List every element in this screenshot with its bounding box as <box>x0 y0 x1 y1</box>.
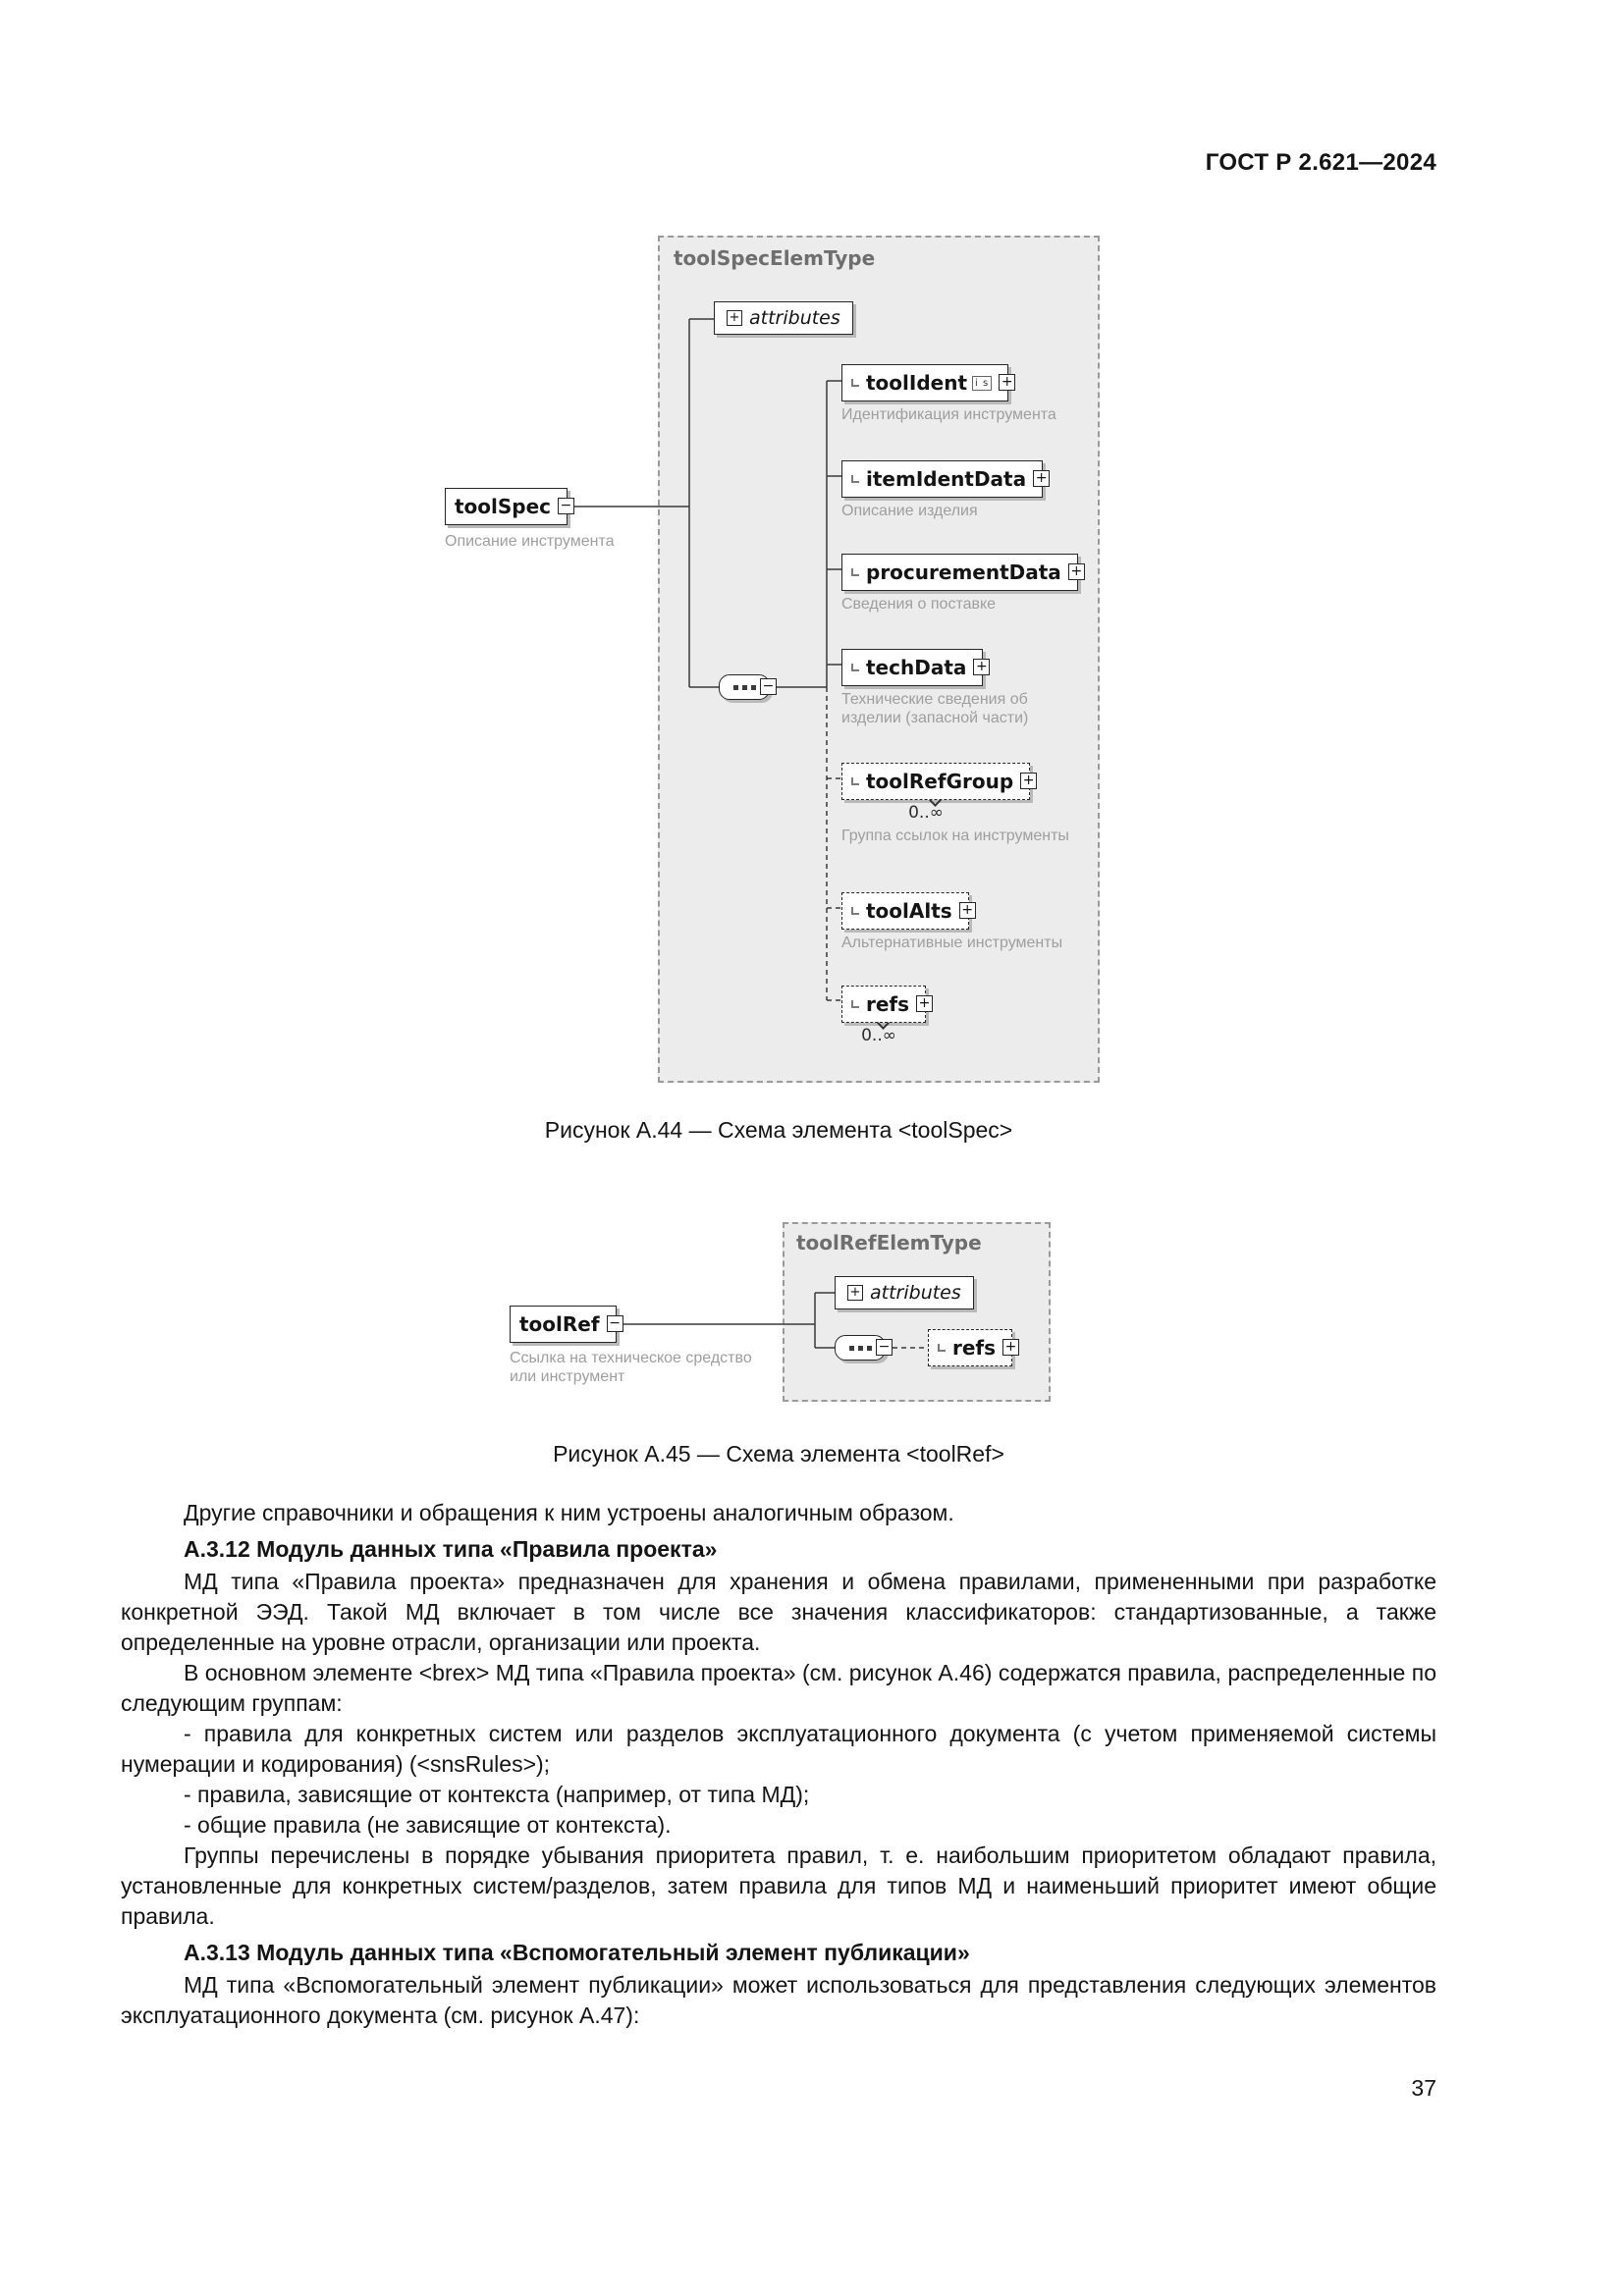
paragraph: МД типа «Правила проекта» предназначен д… <box>121 1569 1436 1655</box>
complex-type-label: toolSpecElemType <box>674 246 876 270</box>
sequence-dot-icon <box>750 684 756 690</box>
element-name: techData <box>866 656 967 679</box>
expand-icon[interactable]: + <box>916 995 934 1012</box>
sequence-dot-icon <box>866 1345 872 1351</box>
paragraph: Группы перечислены в порядке убывания пр… <box>121 1842 1436 1929</box>
expand-icon[interactable]: + <box>1033 470 1051 487</box>
expand-icon[interactable]: + <box>727 310 742 326</box>
element-name: itemIdentData <box>866 467 1027 491</box>
paragraph-intro: Другие справочники и обращения к ним уст… <box>184 1500 954 1525</box>
expand-icon[interactable]: + <box>847 1285 863 1301</box>
expand-icon[interactable]: + <box>1020 773 1038 789</box>
element-icon <box>851 475 859 483</box>
schema-diagram-toolref: toolRefElemType toolRef − Ссылка на техн… <box>491 1217 1080 1414</box>
element-description: Группа ссылок на инструменты <box>841 828 1069 844</box>
element-name: toolRefGroup <box>866 770 1014 793</box>
expand-icon[interactable]: + <box>999 374 1016 391</box>
figure-caption-a44: Рисунок А.44 — Схема элемента <toolSpec> <box>544 1117 1013 1143</box>
body-text: Другие справочники и обращения к ним уст… <box>121 1498 1436 2031</box>
element-icon <box>851 907 859 915</box>
collapse-icon[interactable]: − <box>606 1315 623 1332</box>
schema-element-refs: refs + <box>928 1329 1020 1366</box>
attributes-box: + attributes <box>835 1276 974 1309</box>
element-icon <box>851 777 859 785</box>
element-name: toolSpec <box>455 495 552 518</box>
sequence-dot-icon <box>732 684 738 690</box>
element-name: refs <box>952 1336 997 1360</box>
element-icon <box>851 1000 859 1008</box>
element-icon <box>851 379 859 387</box>
collapse-icon[interactable]: − <box>558 498 575 514</box>
sequence-indicator: − <box>835 1335 893 1361</box>
complex-type-container <box>783 1222 1051 1402</box>
list-item: - общие правила (не зависящие от контекс… <box>184 1812 672 1838</box>
list-item: - правила, зависящие от контекста (напри… <box>184 1782 810 1807</box>
attributes-label: attributes <box>870 1282 961 1304</box>
element-icon <box>851 568 859 576</box>
collapse-icon[interactable]: − <box>876 1339 893 1356</box>
element-name: toolAlts <box>866 899 952 923</box>
element-name: procurementData <box>866 561 1061 584</box>
document-header: ГОСТ Р 2.621—2024 <box>1205 149 1436 176</box>
schema-element-toolrefgroup: toolRefGroup + <box>841 763 1038 807</box>
schema-element-procurementdata: procurementData + <box>841 554 1085 591</box>
expand-icon[interactable]: + <box>1002 1339 1020 1356</box>
occurrence-label: 0..∞ <box>908 803 944 823</box>
list-item: - правила для конкретных систем или разд… <box>121 1721 1436 1777</box>
section-heading-a312: А.3.12 Модуль данных типа «Правила проек… <box>184 1536 718 1562</box>
element-description: Сведения о поставке <box>841 596 997 613</box>
schema-element-toolalts: toolAlts + <box>841 892 976 930</box>
element-icon <box>851 664 859 671</box>
sequence-indicator: − <box>719 674 777 700</box>
sequence-dot-icon <box>857 1345 863 1351</box>
element-name: toolIdent <box>866 371 968 395</box>
element-description: Описание изделия <box>841 503 978 519</box>
attributes-box: + attributes <box>714 301 853 335</box>
schema-diagram-toolspec: toolSpecElemType <box>432 231 1119 1095</box>
sequence-dot-icon <box>741 684 747 690</box>
element-description: Альтернативные инструменты <box>841 934 1063 951</box>
collapse-icon[interactable]: − <box>760 678 777 695</box>
attributes-label: attributes <box>749 307 840 329</box>
paragraph: МД типа «Вспомогательный элемент публика… <box>121 1972 1436 2028</box>
expand-icon[interactable]: + <box>958 902 976 919</box>
element-description: Ссылка на техническое средство или инстр… <box>510 1350 752 1385</box>
complex-type-label: toolRefElemType <box>796 1231 982 1255</box>
page-number: 37 <box>1411 2075 1436 2101</box>
element-description: Описание инструмента <box>445 533 615 550</box>
element-name: toolRef <box>519 1312 600 1336</box>
schema-element-refs: refs + <box>841 986 934 1030</box>
figure-caption-a45: Рисунок А.45 — Схема элемента <toolRef> <box>553 1441 1004 1467</box>
sequence-dot-icon <box>848 1345 854 1351</box>
schema-element-toolref-box: toolRef − <box>510 1306 623 1343</box>
expand-icon[interactable]: + <box>1067 563 1085 580</box>
occurrence-label: 0..∞ <box>861 1026 896 1045</box>
paragraph: В основном элементе <brex> МД типа «Прав… <box>121 1660 1436 1716</box>
schema-element-toolident: toolIdent i s + <box>841 364 1016 401</box>
expand-icon[interactable]: + <box>973 659 991 675</box>
element-icon <box>938 1344 946 1352</box>
element-description: Идентификация инструмента <box>841 406 1056 423</box>
constraint-badge: i s <box>972 375 993 391</box>
schema-element-toolspec-box: toolSpec − <box>445 488 575 525</box>
section-heading-a313: А.3.13 Модуль данных типа «Вспомогательн… <box>184 1940 970 1965</box>
schema-element-itemidentdata: itemIdentData + <box>841 460 1051 498</box>
schema-element-techdata: techData + <box>841 649 991 686</box>
element-description: Технические сведения об изделии (запасно… <box>841 691 1029 726</box>
element-name: refs <box>866 992 910 1016</box>
